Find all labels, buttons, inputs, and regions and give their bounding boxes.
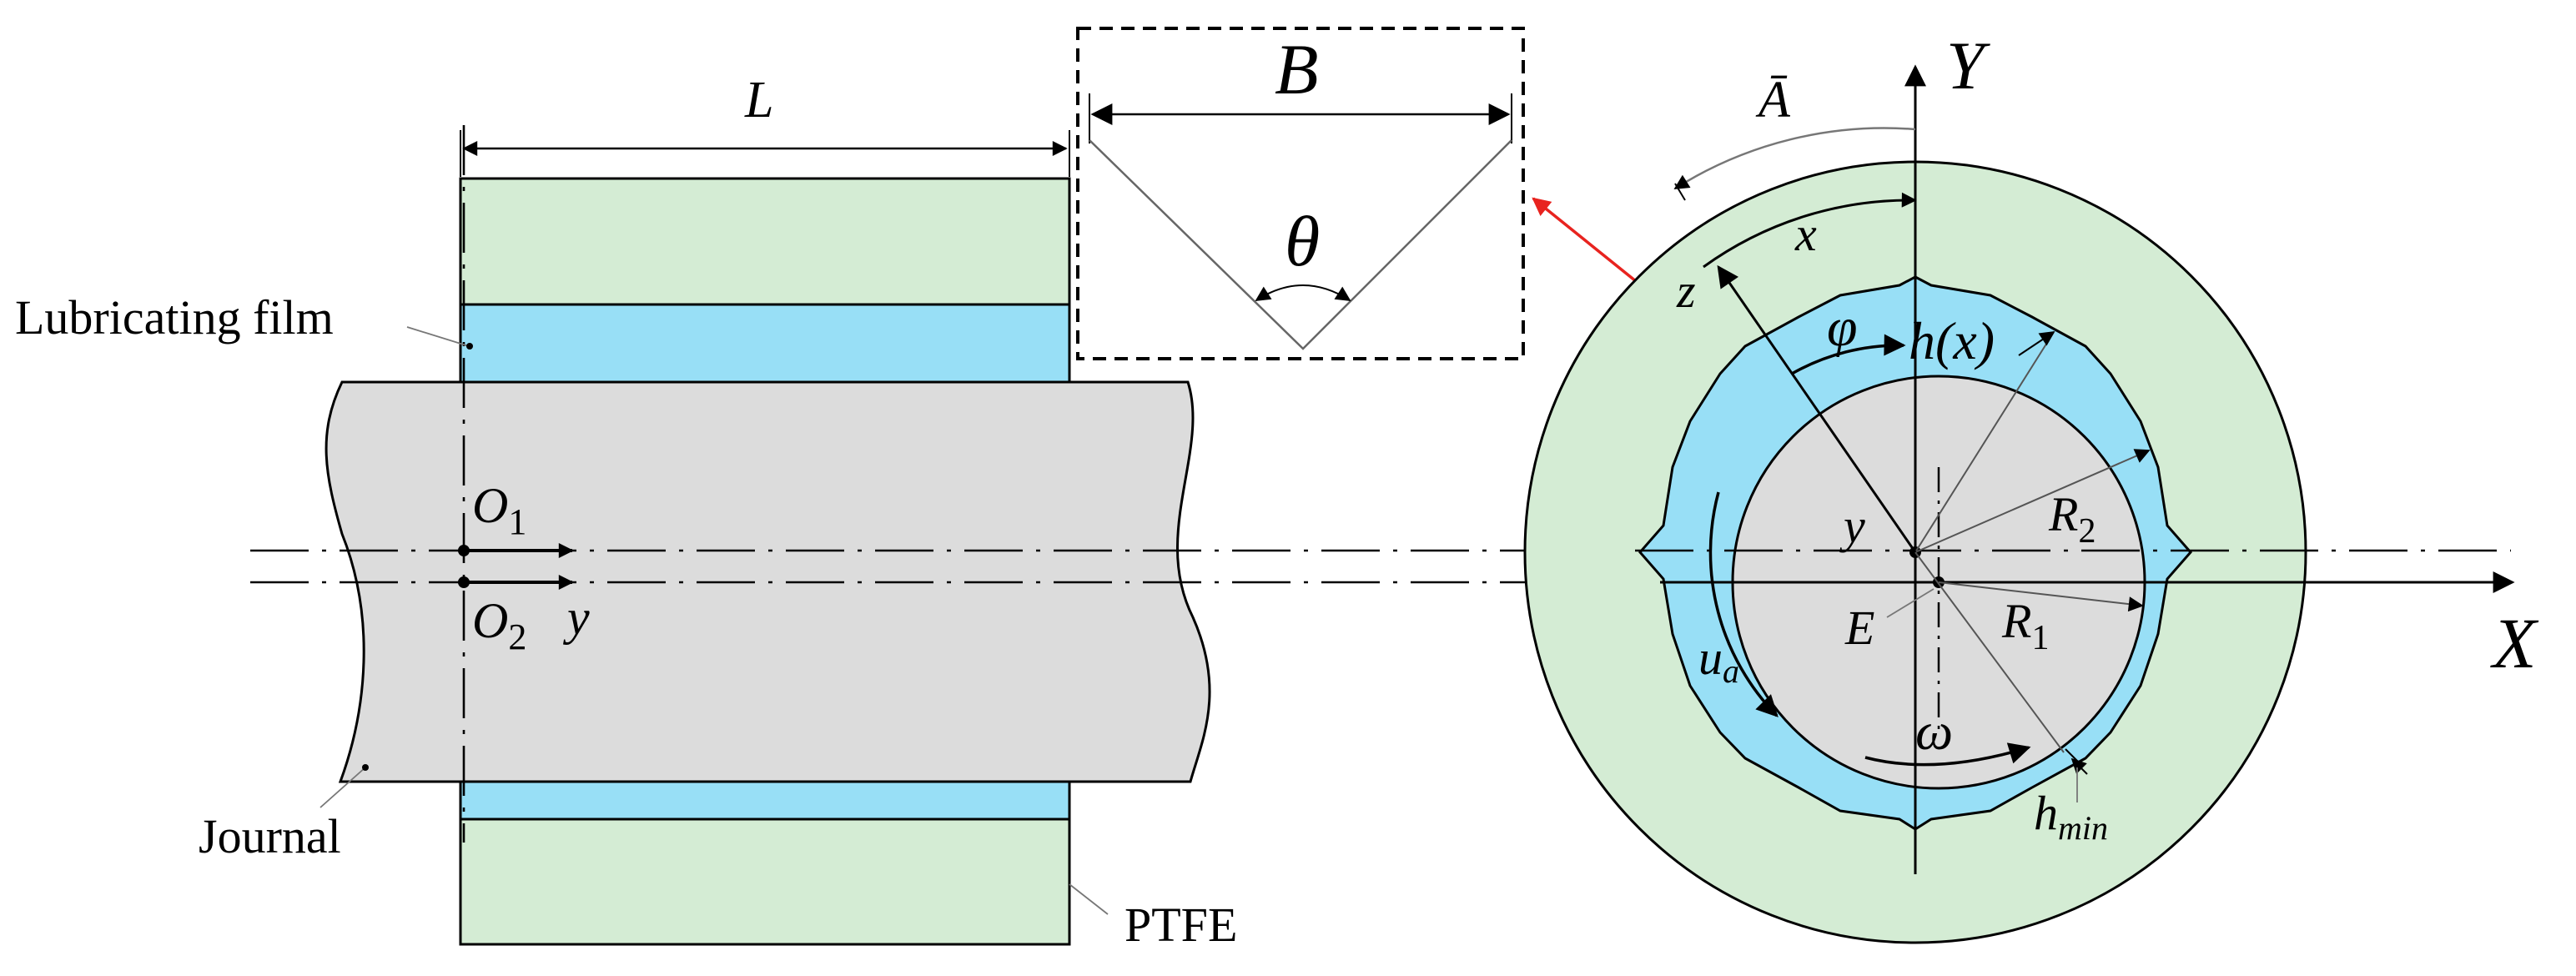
label-u-a: ua	[1698, 631, 1739, 690]
ptfe-top	[459, 177, 1071, 306]
ptfe-leader	[1069, 883, 1109, 915]
label-y-right: y	[1839, 499, 1865, 553]
label-B: B	[1275, 29, 1319, 109]
theta-arc	[1255, 284, 1351, 301]
label-R1: R1	[2001, 594, 2049, 657]
label-y-left: y	[562, 590, 590, 645]
label-Y-axis: Y	[1946, 28, 1990, 103]
omega-arrow	[1864, 742, 2031, 767]
x-arc	[1703, 192, 1917, 269]
label-X-axis: X	[2490, 603, 2539, 683]
label-ptfe: PTFE	[1124, 898, 1237, 952]
label-h-x: h(x)	[1909, 311, 1995, 370]
u-a-arrow	[1708, 491, 1779, 717]
h-x-line	[1914, 331, 2055, 553]
journal-leader	[319, 767, 366, 808]
R2-line	[1914, 449, 2151, 553]
label-phi: φ	[1827, 297, 1858, 358]
film-leader	[406, 326, 470, 347]
film-top	[459, 303, 1071, 385]
label-omega: ω	[1915, 702, 1953, 761]
groove-detail	[1076, 27, 1525, 360]
ptfe-bottom	[459, 818, 1071, 946]
phi-arrow	[1791, 334, 1906, 375]
label-R2: R2	[2048, 487, 2096, 551]
film-bottom	[459, 780, 1071, 821]
cross-section	[1523, 64, 2515, 944]
side-view	[250, 125, 1635, 946]
label-O2: O2	[472, 593, 526, 657]
label-z: z	[1676, 264, 1696, 318]
A-bar-arc	[1673, 127, 1916, 190]
label-journal: Journal	[199, 809, 341, 863]
label-L: L	[744, 72, 773, 128]
detail-box	[1076, 27, 1525, 360]
z-axis	[1717, 264, 1917, 553]
journal-shaft	[325, 380, 1211, 783]
R1-line	[1938, 581, 2144, 612]
label-A-bar: Ā	[1755, 72, 1791, 128]
label-O1: O1	[472, 478, 526, 542]
label-hmin: hmin	[2034, 786, 2108, 847]
label-theta: θ	[1285, 201, 1320, 281]
label-E: E	[1844, 601, 1874, 655]
label-lubricating-film: Lubricating film	[15, 290, 334, 345]
groove-profile	[1089, 139, 1512, 350]
hmin-line	[1914, 551, 2065, 753]
label-x-arc: x	[1794, 207, 1817, 261]
